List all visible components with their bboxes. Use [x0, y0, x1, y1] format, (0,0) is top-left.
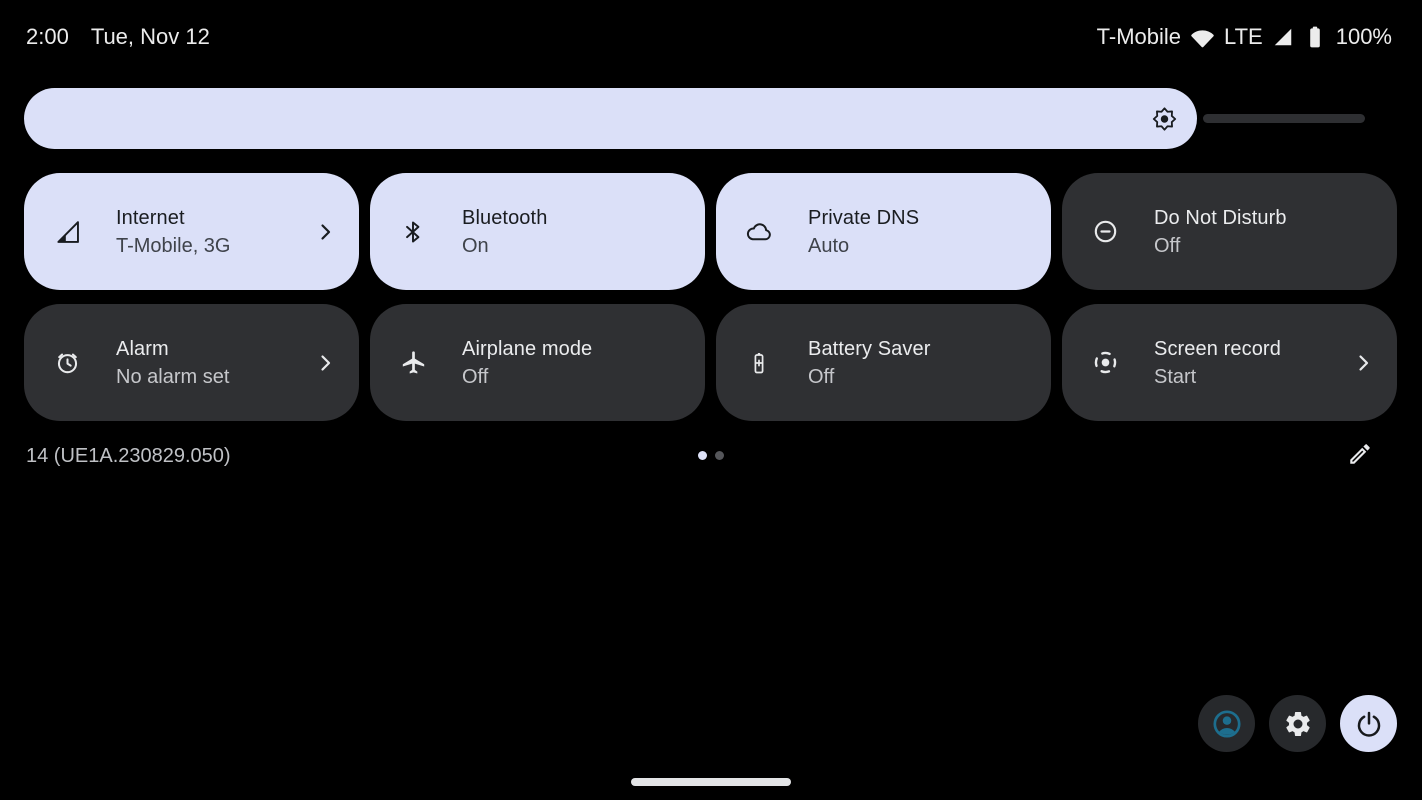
- power-icon: [1354, 709, 1384, 739]
- brightness-track[interactable]: [1203, 114, 1365, 123]
- battery-saver-icon: [744, 350, 774, 376]
- brightness-fill[interactable]: [24, 88, 1197, 149]
- page-indicator: [698, 451, 724, 460]
- qs-tile-internet[interactable]: Internet T-Mobile, 3G: [24, 173, 359, 290]
- qs-tile-airplane-mode[interactable]: Airplane mode Off: [370, 304, 705, 421]
- tile-subtitle: Off: [1154, 234, 1181, 257]
- qs-tile-screen-record[interactable]: Screen record Start: [1062, 304, 1397, 421]
- power-button[interactable]: [1340, 695, 1397, 752]
- chevron-right-icon: [1351, 351, 1375, 375]
- wifi-icon: [1190, 25, 1215, 50]
- tile-title: Screen record: [1154, 337, 1281, 360]
- tile-title: Private DNS: [808, 206, 920, 229]
- tile-title: Battery Saver: [808, 337, 931, 360]
- build-number-label: 14 (UE1A.230829.050): [26, 445, 231, 467]
- edit-tiles-button[interactable]: [1338, 434, 1382, 478]
- battery-percent-label: 100%: [1335, 24, 1392, 49]
- person-icon: [1210, 707, 1244, 741]
- tile-title: Internet: [116, 206, 185, 229]
- cellular-signal-icon: [52, 218, 82, 245]
- tile-title: Do Not Disturb: [1154, 206, 1287, 229]
- chevron-right-icon: [313, 220, 337, 244]
- tile-subtitle: On: [462, 234, 489, 257]
- date: Tue, Nov 12: [90, 24, 210, 49]
- chevron-right-icon: [313, 351, 337, 375]
- battery-full-icon: [1303, 24, 1327, 50]
- carrier-label: T-Mobile: [1096, 24, 1181, 49]
- quick-settings-grid: Internet T-Mobile, 3G Bluetooth On Priva…: [24, 173, 1397, 421]
- brightness-medium-icon: [1151, 105, 1178, 132]
- qs-tile-do-not-disturb[interactable]: Do Not Disturb Off: [1062, 173, 1397, 290]
- pencil-icon: [1347, 441, 1373, 472]
- tile-title: Alarm: [116, 337, 169, 360]
- brightness-slider[interactable]: [24, 88, 1365, 149]
- alarm-clock-icon: [52, 349, 82, 376]
- airplane-icon: [398, 349, 428, 376]
- page-dot-inactive: [715, 451, 724, 460]
- tile-title: Airplane mode: [462, 337, 593, 360]
- qs-tile-alarm[interactable]: Alarm No alarm set: [24, 304, 359, 421]
- tile-subtitle: T-Mobile, 3G: [116, 234, 231, 257]
- cloud-icon: [744, 218, 774, 246]
- cellular-signal-icon: [1272, 26, 1294, 48]
- settings-button[interactable]: [1269, 695, 1326, 752]
- user-switcher-button[interactable]: [1198, 695, 1255, 752]
- tile-subtitle: Off: [462, 365, 489, 388]
- tile-subtitle: Off: [808, 365, 835, 388]
- tile-subtitle: Auto: [808, 234, 850, 257]
- page-dot-active: [698, 451, 707, 460]
- home-gesture-bar[interactable]: [631, 778, 791, 786]
- network-type-label: LTE: [1224, 24, 1263, 49]
- tile-title: Bluetooth: [462, 206, 548, 229]
- bluetooth-icon: [398, 219, 428, 245]
- qs-tile-private-dns[interactable]: Private DNS Auto: [716, 173, 1051, 290]
- screen-record-icon: [1090, 349, 1120, 376]
- footer-actions: [1198, 695, 1397, 752]
- gear-icon: [1283, 709, 1313, 739]
- tile-subtitle: Start: [1154, 365, 1197, 388]
- qs-tile-bluetooth[interactable]: Bluetooth On: [370, 173, 705, 290]
- qs-tile-battery-saver[interactable]: Battery Saver Off: [716, 304, 1051, 421]
- clock: 2:00: [26, 24, 69, 49]
- do-not-disturb-icon: [1090, 218, 1120, 245]
- status-bar: 2:00 Tue, Nov 12 T-Mobile LTE 100%: [0, 0, 1422, 74]
- tile-subtitle: No alarm set: [116, 365, 230, 388]
